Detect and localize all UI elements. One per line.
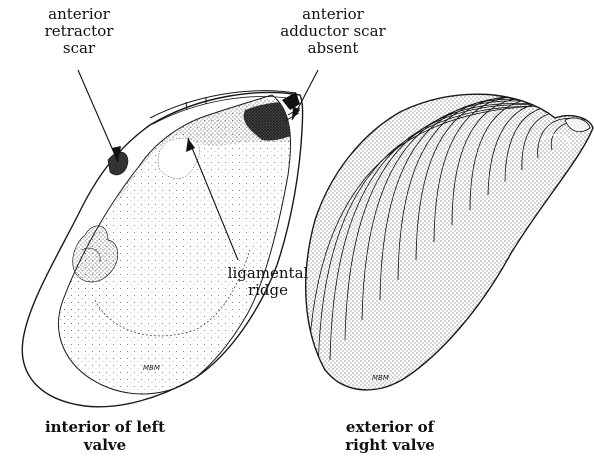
- leader-anterior-retractor-scar: [78, 70, 118, 162]
- caption-exterior-of-right-valve: exterior of right valve: [320, 418, 460, 454]
- caption-interior-of-left-valve: interior of left valve: [25, 418, 185, 454]
- label-anterior-retractor-scar: anterior retractor scar: [35, 6, 123, 57]
- label-ligamental-ridge: ligamental ridge: [218, 265, 318, 299]
- left-valve-interior-drawing: [22, 91, 302, 407]
- label-anterior-adductor-scar-absent: anterior adductor scar absent: [268, 6, 398, 57]
- right-valve-exterior-drawing: [306, 94, 593, 390]
- signature-right: MBM: [372, 374, 389, 382]
- signature-left: MBM: [143, 364, 160, 372]
